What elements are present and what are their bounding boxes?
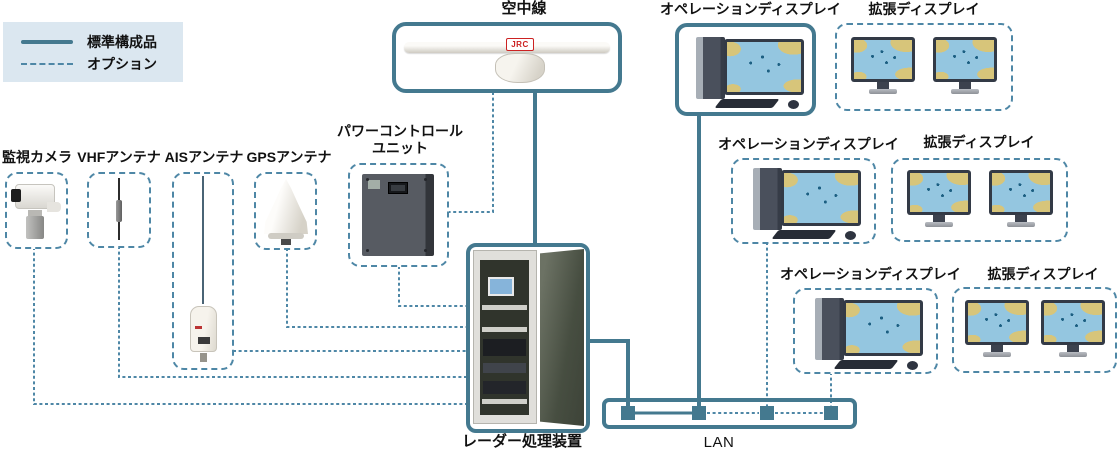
antenna-label: 空中線: [501, 0, 547, 17]
lan-port-1: [621, 406, 635, 420]
lan-port-2: [692, 406, 706, 420]
mouse: [788, 100, 799, 109]
radar-pedestal: [495, 53, 545, 83]
op-display-1-box: [675, 23, 816, 116]
op-display-1-label: オペレーションディスプレイ: [660, 1, 841, 17]
ext-display-2-box: [891, 158, 1068, 242]
gps-box: [254, 172, 317, 250]
pcu-box: [348, 163, 449, 267]
radar-antenna-icon: JRC: [396, 26, 618, 89]
lan-port-4: [824, 406, 838, 420]
ext-display-3-label: 拡張ディスプレイ: [987, 266, 1099, 282]
rack-monitor: [488, 277, 514, 296]
rack-door: [540, 249, 584, 426]
monitor-icon: [988, 170, 1053, 227]
monitor-icon: [851, 37, 915, 94]
map-screen: [727, 42, 801, 92]
rack-icon: [470, 247, 586, 429]
lan-label: LAN: [703, 434, 735, 451]
lan-port-3: [760, 406, 774, 420]
map-screen: [846, 303, 920, 353]
ext-display-3-box: [952, 287, 1117, 373]
op-display-3-label: オペレーションディスプレイ: [780, 266, 961, 282]
jrc-logo: JRC: [506, 38, 534, 51]
op-display-2-box: [731, 158, 876, 244]
map-screen: [991, 173, 1050, 212]
monitor-icon: [906, 170, 971, 227]
camera-label: 監視カメラ: [2, 149, 72, 165]
op-display-2-label: オペレーションディスプレイ: [718, 136, 899, 152]
vhf-label: VHFアンテナ: [77, 149, 161, 165]
map-screen: [967, 303, 1026, 342]
antenna-box: JRC: [392, 22, 622, 93]
ext-display-1-label: 拡張ディスプレイ: [868, 1, 980, 17]
legend-standard-row: 標準構成品: [21, 31, 183, 53]
ais-label: AISアンテナ: [164, 149, 244, 165]
legend-option-row: オプション: [21, 53, 183, 75]
map-screen: [854, 40, 912, 79]
radar-processor-label: レーダー処理装置: [461, 433, 582, 450]
radar-processor-box: [466, 243, 590, 433]
mouse: [907, 361, 918, 370]
standard-lines: [533, 90, 701, 415]
map-screen: [936, 40, 994, 79]
ais-box: [172, 172, 234, 370]
map-screen: [1043, 303, 1102, 342]
monitor-icon: [1040, 300, 1105, 357]
workstation-icon-2: [741, 162, 865, 242]
keyboard: [833, 360, 899, 369]
option-line-sample: [21, 63, 73, 65]
vhf-box: [87, 172, 151, 248]
map-screen: [784, 173, 858, 223]
ext-display-2-label: 拡張ディスプレイ: [923, 134, 1035, 150]
op-display-3-box: [793, 288, 938, 374]
pcu-label: パワーコントロール ユニット: [337, 123, 463, 156]
option-lines: [33, 92, 832, 414]
legend-option-label: オプション: [87, 56, 157, 72]
monitor-icon: [964, 300, 1029, 357]
keyboard: [714, 99, 780, 108]
standard-line-sample: [21, 40, 73, 44]
lan-box: [602, 398, 857, 429]
legend-standard-label: 標準構成品: [87, 34, 157, 50]
workstation-icon-1: [684, 31, 808, 111]
map-screen: [909, 173, 968, 212]
gps-label: GPSアンテナ: [246, 149, 332, 165]
mouse: [845, 231, 856, 240]
workstation-icon-3: [803, 292, 927, 372]
legend: 標準構成品 オプション: [3, 22, 183, 82]
ext-display-1-box: [835, 23, 1013, 111]
camera-box: [5, 172, 68, 249]
monitor-icon: [933, 37, 997, 94]
keyboard: [771, 230, 837, 239]
